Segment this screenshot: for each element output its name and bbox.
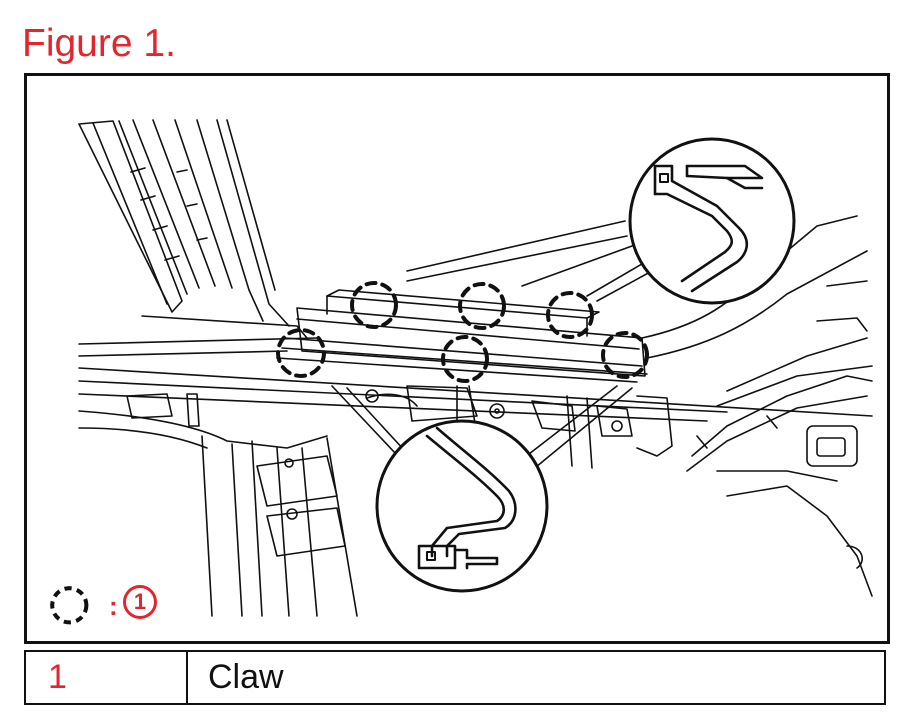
claw-marker <box>458 282 506 330</box>
lower-structure <box>78 385 673 617</box>
line-drawing <box>78 119 873 617</box>
part-name-cell: Claw <box>208 658 284 696</box>
diagram-frame: : 1 <box>24 73 890 644</box>
claw-marker <box>601 331 649 379</box>
claw-markers <box>276 281 649 383</box>
legend-separator: : <box>109 591 118 621</box>
claw-detail-bottom <box>375 419 549 593</box>
claw-marker <box>350 281 398 329</box>
claw-marker <box>546 291 594 339</box>
right-structure <box>641 215 873 597</box>
legend-number-badge: 1 <box>123 585 157 619</box>
claw-marker <box>441 335 489 383</box>
pillar-structure <box>78 119 318 357</box>
figure-title: Figure 1. <box>22 22 176 65</box>
claw-marker <box>276 328 326 378</box>
claw-detail-top <box>628 137 796 305</box>
part-number-cell: 1 <box>26 652 188 703</box>
legend-number: 1 <box>133 589 147 614</box>
parts-table: 1 Claw <box>24 650 886 705</box>
legend-marker-icon <box>50 586 89 625</box>
